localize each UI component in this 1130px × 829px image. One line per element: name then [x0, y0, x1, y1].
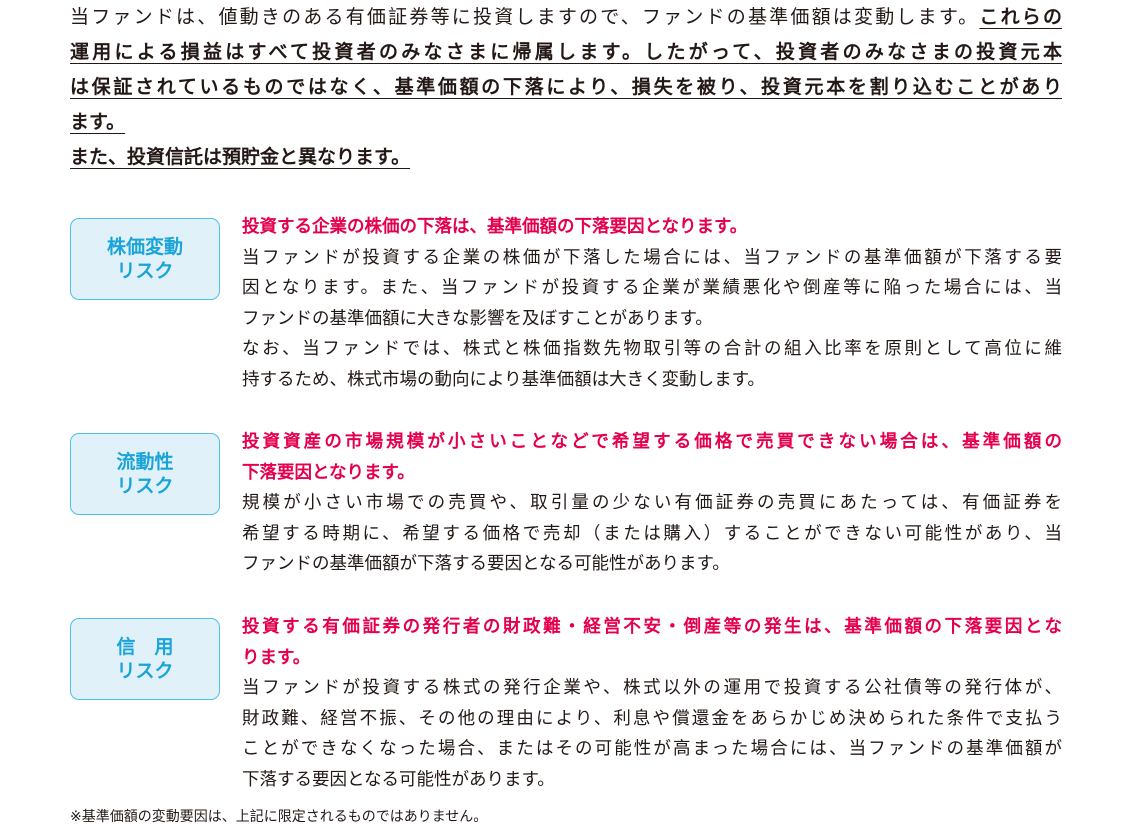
risk-body-line: 下落する要因となる可能性があります。 [242, 769, 555, 790]
intro-emphasis: また、投資信託は預貯金と異なります。 [70, 146, 411, 168]
risk-body-line: 持するため、株式市場の動向により基準価額は大きく変動します。 [242, 369, 765, 390]
risk-headline: 投資する企業の株価の下落は、基準価額の下落要因となります。 [242, 217, 748, 237]
intro-line: ます。 [70, 105, 1062, 140]
risk-description: 投資する企業の株価の下落は、基準価額の下落要因となります。当ファンドが投資する企… [242, 212, 1062, 395]
intro-line: 運用による損益はすべて投資者のみなさまに帰属します。したがって、投資者のみなさま… [70, 41, 1062, 63]
risk-body-line: 当ファンドが投資する株式の発行企業や、株式以外の運用で投資する公社債等の発行体が… [242, 678, 1062, 698]
risk-description: 投資する有価証券の発行者の財政難・経営不安・倒産等の発生は、基準価額の下落要因と… [242, 612, 1062, 795]
risk-body-line: ファンドの基準価額に大きな影響を及ぼすことがあります。 [242, 308, 713, 329]
intro-line: 当ファンドは、値動きのある有価証券等に投資しますので、ファンドの基準価額は変動し… [70, 0, 1062, 35]
risk-headline: 投資する有価証券の発行者の財政難・経営不安・倒産等の発生は、基準価額の下落要因と… [242, 617, 1062, 637]
risk-body-line: ことができなくなった場合、またはその可能性が高まった場合には、当ファンドの基準価… [242, 739, 1062, 759]
risk-body-line: 希望する時期に、希望する価格で売却（または購入）することができない可能性があり、… [242, 523, 1062, 544]
risk-body-line: 因となります。また、当ファンドが投資する企業が業績悪化や倒産等に陥った場合には、… [242, 278, 1062, 298]
risk-label-badge: 株価変動リスク [70, 218, 220, 300]
risk-label: リスク [116, 475, 174, 497]
intro-text: 当ファンドは、値動きのある有価証券等に投資しますので、ファンドの基準価額は変動し… [70, 6, 980, 28]
risk-label: リスク [116, 260, 174, 282]
risk-body-line: 財政難、経営不振、その他の理由により、利息や償還金をあらかじめ決められた条件で支… [242, 708, 1062, 729]
risk-label: 株価変動 [106, 236, 183, 258]
risk-description: 投資資産の市場規模が小さいことなどで希望する価格で売買できない場合は、基準価額の… [242, 427, 1062, 580]
footnote: ※基準価額の変動要因は、上記に限定されるものではありません。 [70, 809, 488, 825]
intro-line: また、投資信託は預貯金と異なります。 [70, 140, 1062, 175]
risk-label: 信 用 [116, 636, 174, 658]
risk-label: リスク [116, 660, 174, 682]
intro-emphasis: これらの [979, 6, 1062, 28]
risk-label-badge: 信 用リスク [70, 618, 220, 700]
risk-headline: ります。 [242, 647, 311, 668]
risk-label-badge: 流動性リスク [70, 433, 220, 515]
risk-headline: 投資資産の市場規模が小さいことなどで希望する価格で売買できない場合は、基準価額の [242, 432, 1062, 452]
risk-body-line: 規模が小さい市場での売買や、取引量の少ない有価証券の売買にあたっては、有価証券を [242, 493, 1062, 513]
intro-line: は保証されているものではなく、基準価額の下落により、損失を被り、投資元本を割り込… [70, 76, 1062, 98]
intro-emphasis: ます。 [70, 111, 126, 133]
risk-headline: 下落要因となります。 [242, 462, 415, 483]
risk-body-line: なお、当ファンドでは、株式と株価指数先物取引等の合計の組入比率を原則として高位に… [242, 339, 1062, 359]
risk-label: 流動性 [116, 451, 174, 473]
risk-body-line: ファンドの基準価額が下落する要因となる可能性があります。 [242, 554, 730, 574]
risk-body-line: 当ファンドが投資する企業の株価が下落した場合には、当ファンドの基準価額が下落する… [242, 247, 1062, 268]
intro-paragraph: 当ファンドは、値動きのある有価証券等に投資しますので、ファンドの基準価額は変動し… [70, 0, 1062, 175]
